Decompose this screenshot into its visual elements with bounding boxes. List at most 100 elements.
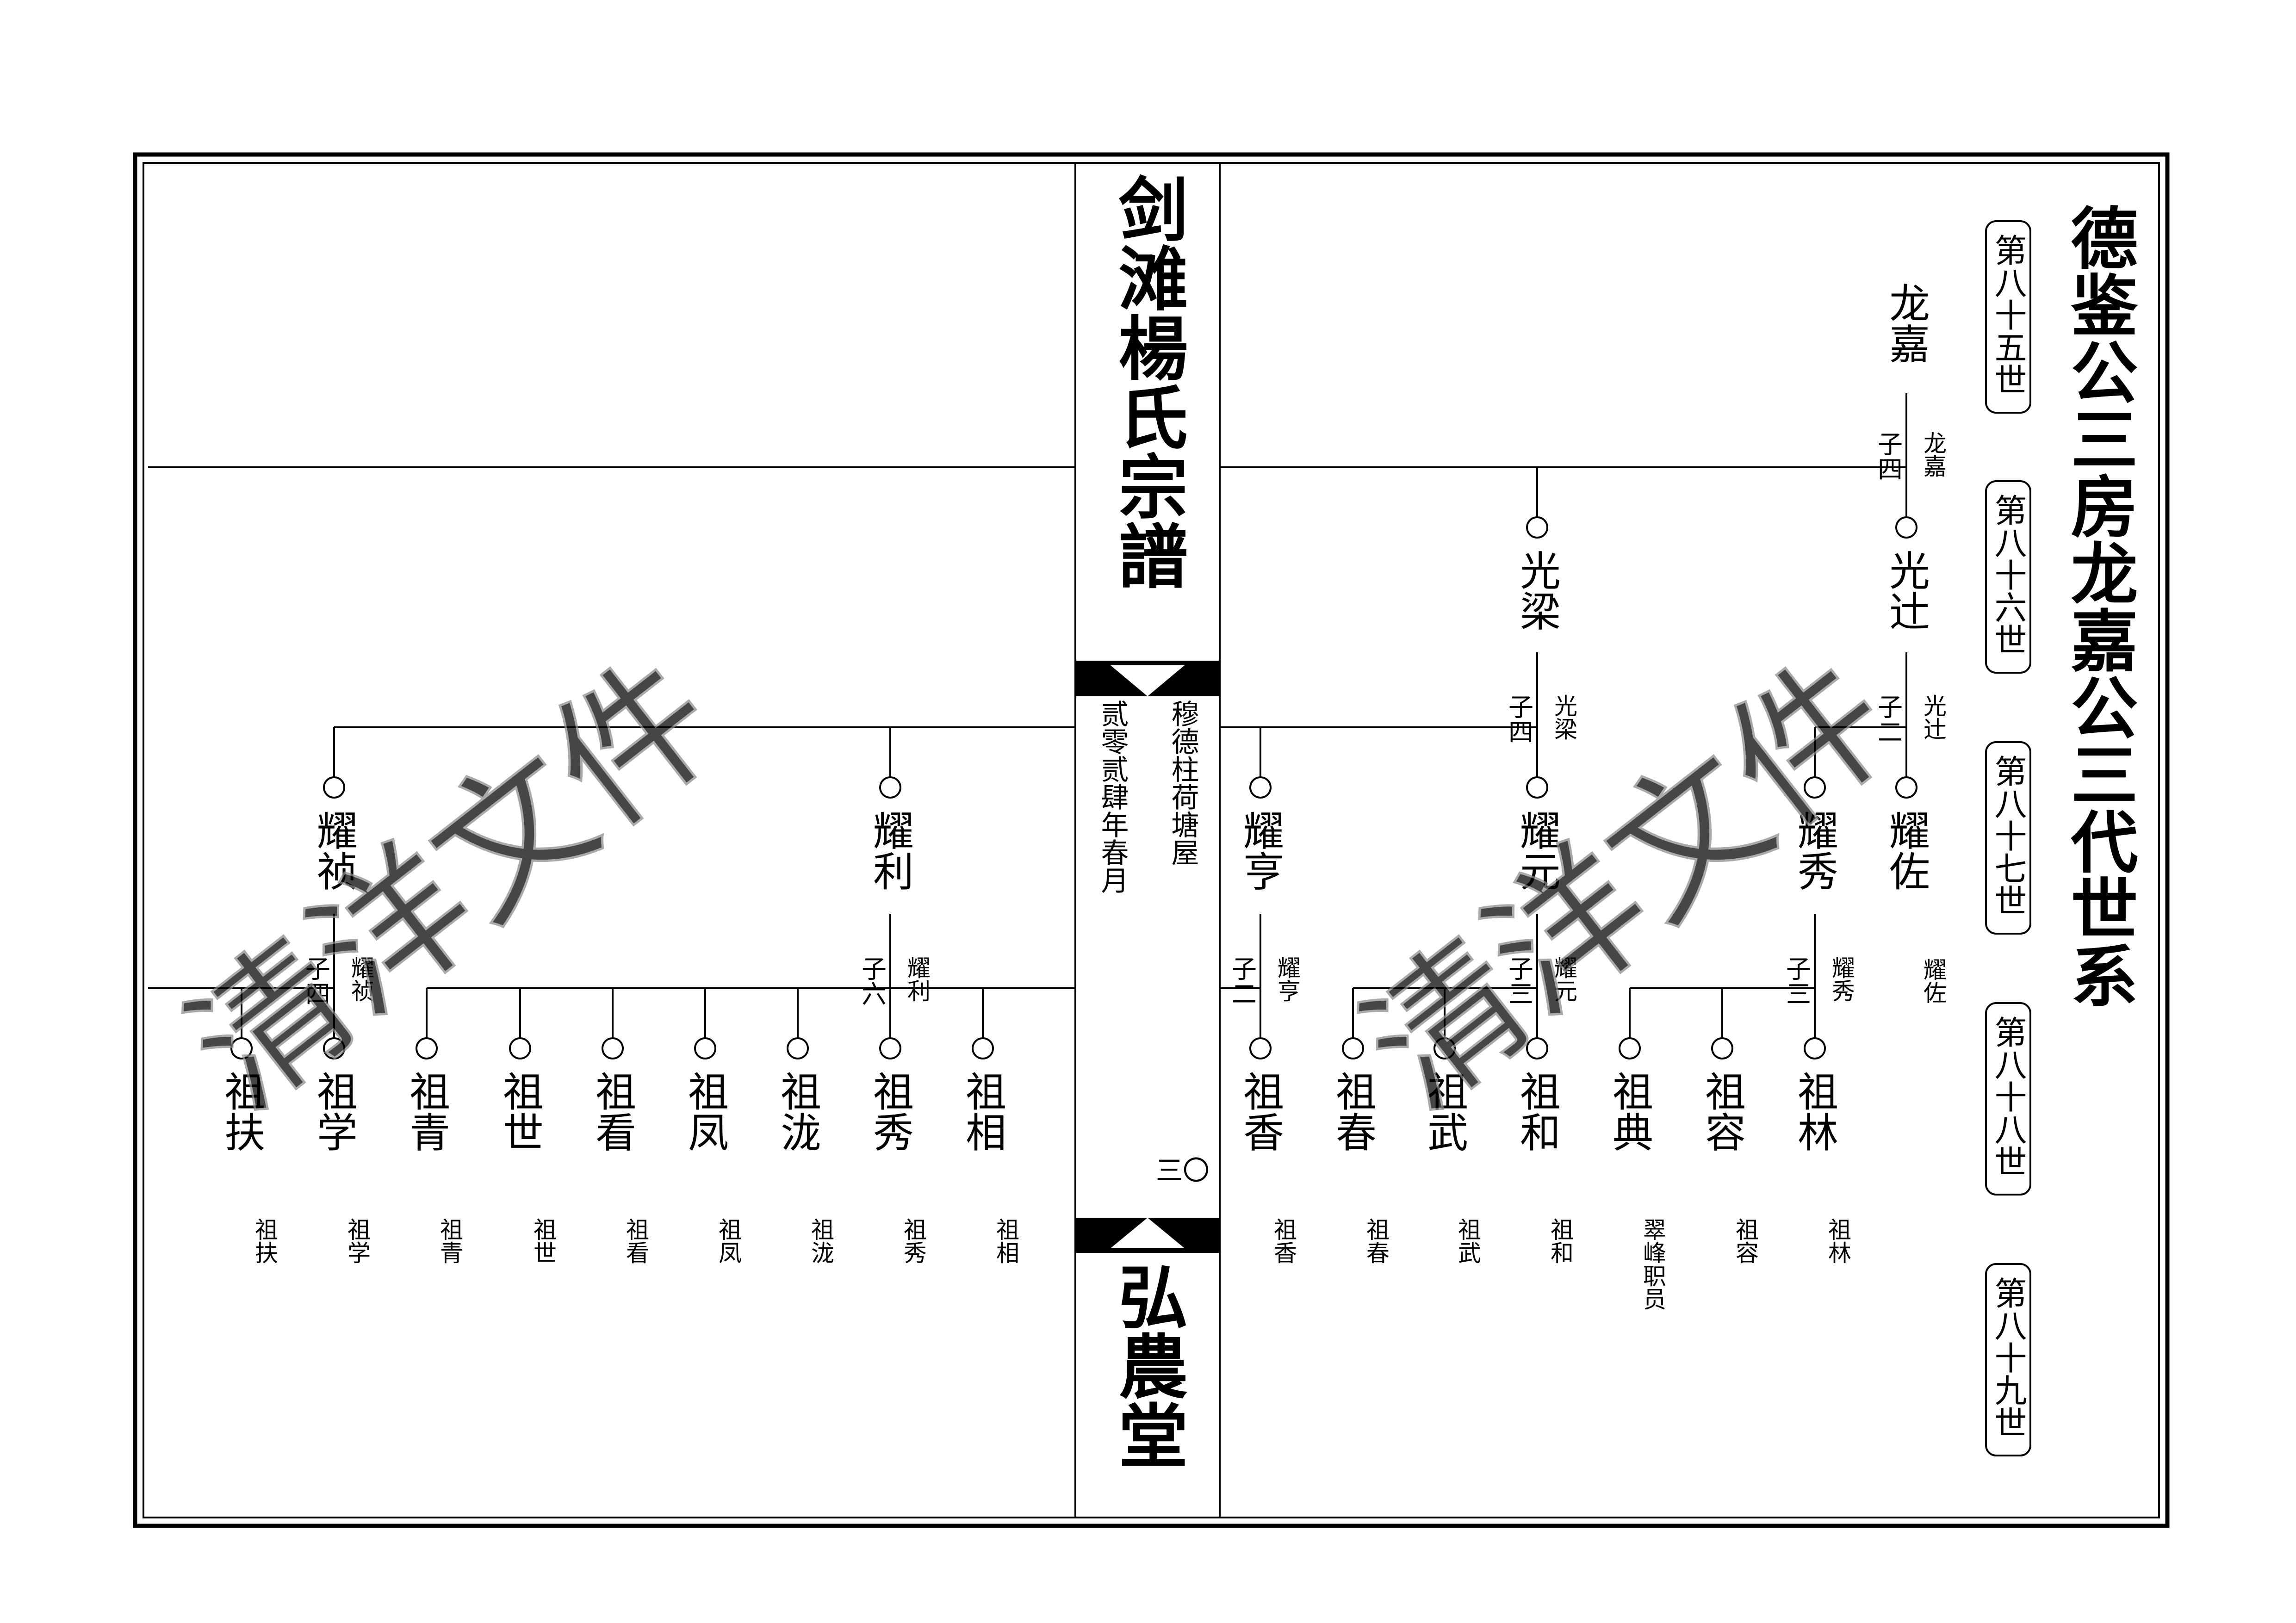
generation-badge-89 — [1985, 1263, 2031, 1456]
generation-label: 第八十六世 — [1989, 494, 2027, 656]
person-node — [602, 1037, 624, 1059]
section-title: 德鉴公三房龙嘉公三代世系 — [2059, 204, 2139, 1009]
person-name: 祖凤 — [682, 1071, 729, 1152]
person-zuqing: 祖青 祖青 — [403, 988, 463, 1264]
person-note: 祖看 — [622, 1218, 649, 1264]
person-name: 耀秀 — [1791, 810, 1839, 891]
father-tag: 龙嘉 — [1920, 431, 1947, 477]
person-zulong: 祖泷 祖泷 — [774, 988, 834, 1264]
person-node — [1526, 516, 1548, 539]
page-number: 三〇 — [1156, 1155, 1210, 1186]
person-node — [1249, 776, 1272, 799]
person-note: 祖扶 — [251, 1218, 278, 1264]
person-zushi: 祖世 祖世 — [496, 988, 557, 1264]
person-node — [787, 1037, 809, 1059]
person-longjia: 龙嘉 子四 龙嘉 — [1874, 282, 1947, 481]
person-name: 祖泷 — [774, 1071, 822, 1152]
generation-label: 第八十五世 — [1989, 234, 2027, 396]
person-zufeng: 祖凤 祖凤 — [682, 988, 742, 1264]
sons-count: 子二 — [1228, 956, 1257, 1006]
person-name: 耀祯 — [310, 810, 358, 891]
person-zufu: 祖扶 祖扶 — [218, 988, 278, 1264]
person-node — [509, 1037, 531, 1059]
person-name: 耀亨 — [1237, 810, 1285, 891]
person-zuxiang-b: 祖相 祖相 — [959, 988, 1019, 1264]
person-zuxue: 祖学 祖学 — [310, 988, 371, 1264]
person-yaoli: 耀利 子六 耀利 — [857, 727, 931, 1006]
person-node — [1433, 1037, 1456, 1059]
sons-count: 子四 — [1504, 694, 1533, 744]
person-zukan: 祖看 祖看 — [589, 988, 649, 1264]
person-node — [1526, 776, 1548, 799]
fishtail-bottom — [1075, 1218, 1220, 1252]
person-name: 祖学 — [310, 1071, 358, 1152]
person-node — [972, 1037, 994, 1059]
person-name: 祖相 — [959, 1071, 1007, 1152]
generation-badge-88 — [1985, 1002, 2031, 1196]
person-zuwu: 祖武 祖武 — [1421, 988, 1481, 1264]
person-note: 祖青 — [436, 1218, 463, 1264]
person-name: 耀元 — [1514, 810, 1561, 891]
publisher: 穆德柱荷塘屋 — [1167, 700, 1199, 866]
person-note: 祖林 — [1824, 1218, 1851, 1264]
person-note: 翠峰职员 — [1639, 1218, 1666, 1310]
person-node — [1895, 776, 1917, 799]
person-zudian: 祖典 翠峰职员 — [1606, 988, 1666, 1310]
person-name: 祖春 — [1329, 1071, 1377, 1152]
person-name: 祖扶 — [218, 1071, 266, 1152]
person-name: 耀佐 — [1883, 810, 1930, 891]
generation-column: 第八十五世 第八十六世 第八十七世 第八十八世 第八十九世 — [1985, 220, 2031, 1456]
person-node — [1804, 776, 1826, 799]
person-node — [1711, 1037, 1733, 1059]
sons-count: 子二 — [1874, 694, 1903, 744]
father-tag: 耀祯 — [348, 956, 374, 1002]
sons-count: 子三 — [1504, 956, 1533, 1006]
person-zurong: 祖容 祖容 — [1699, 988, 1759, 1264]
father-tag: 耀亨 — [1274, 956, 1301, 1002]
person-node — [230, 1037, 253, 1059]
person-yaoyuan: 耀元 子三 耀元 — [1504, 727, 1577, 1006]
person-node — [1249, 1037, 1272, 1059]
person-note: 祖容 — [1732, 1218, 1759, 1264]
person-note: 祖和 — [1547, 1218, 1574, 1264]
sons-count: 子六 — [857, 956, 887, 1006]
person-yaoheng: 耀亨 子二 耀亨 — [1228, 727, 1301, 1006]
person-note: 祖秀 — [900, 1218, 927, 1264]
sons-count: 子四 — [1874, 431, 1903, 481]
publish-date: 贰零贰肆年春月 — [1096, 700, 1129, 894]
father-tag: 耀利 — [904, 956, 931, 1002]
father-tag: 耀元 — [1551, 956, 1577, 1002]
person-zuxiang-a: 祖香 祖香 — [1237, 988, 1297, 1264]
hall-name: 弘農堂 — [1107, 1261, 1188, 1469]
person-node — [1342, 1037, 1364, 1059]
person-node — [1526, 1037, 1548, 1059]
person-name: 祖看 — [589, 1071, 637, 1152]
person-name: 耀利 — [867, 810, 914, 891]
person-name: 祖秀 — [867, 1071, 914, 1152]
person-guangzhi: 光辻 子二 光辻 — [1874, 467, 1947, 744]
generation-label: 第八十九世 — [1989, 1276, 2027, 1438]
person-node — [416, 1037, 438, 1059]
person-zuchun: 祖春 祖春 — [1329, 988, 1390, 1264]
outer-frame — [133, 152, 2170, 1528]
person-zulin: 祖林 祖林 — [1791, 988, 1851, 1264]
person-name: 光梁 — [1514, 550, 1561, 631]
sons-count: 子四 — [301, 956, 330, 1006]
inner-frame — [143, 162, 2160, 1518]
generation-label: 第八十七世 — [1989, 755, 2027, 917]
father-tag: 光辻 — [1920, 694, 1947, 740]
person-note: 祖世 — [530, 1218, 557, 1264]
person-note: 祖香 — [1270, 1218, 1297, 1264]
father-tag: 耀秀 — [1828, 956, 1855, 1002]
person-note: 祖凤 — [715, 1218, 742, 1264]
person-name: 祖世 — [496, 1071, 544, 1152]
person-yaozhen: 耀祯 子四 耀祯 — [301, 727, 374, 1006]
father-tag: 耀佐 — [1920, 958, 1947, 1004]
sons-count: 子三 — [1782, 956, 1811, 1006]
person-name: 祖和 — [1514, 1071, 1561, 1152]
person-note: 祖学 — [344, 1218, 371, 1264]
person-guangliang: 光梁 子四 光梁 — [1504, 467, 1577, 744]
generation-badge-87 — [1985, 741, 2031, 935]
person-node — [694, 1037, 716, 1059]
person-node — [1619, 1037, 1641, 1059]
